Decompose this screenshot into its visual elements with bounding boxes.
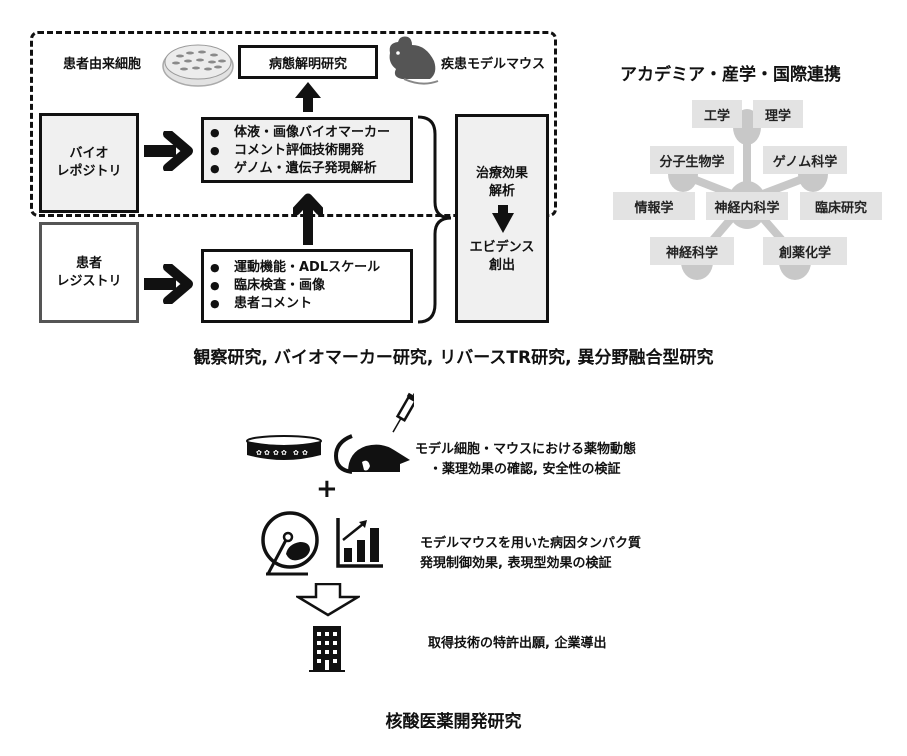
up-arrow-icon xyxy=(295,82,321,112)
patient-cells-label: 患者由来細胞 xyxy=(63,57,142,72)
model-mouse-label: 疾患モデルマウス xyxy=(441,57,546,72)
field-tag-informatics: 情報学 xyxy=(613,192,695,220)
step1-line2: ・薬理効果の確認, 安全性の検証 xyxy=(429,462,621,477)
clinical-data-list: 運動機能・ADLスケール 臨床検査・画像 患者コメント xyxy=(204,259,410,313)
building-icon xyxy=(309,626,345,672)
curly-brace xyxy=(417,115,452,324)
nucleic-acid-caption: 核酸医薬開発研究 xyxy=(385,712,522,732)
step1-description: モデル細胞・マウスにおける薬物動態 ・薬理効果の確認, 安全性の検証 xyxy=(415,440,636,480)
petri-dish-icon: ✿✿✿ ✿✿✿ xyxy=(246,435,322,460)
biomarker-item: 体液・画像バイオマーカー xyxy=(204,124,410,142)
field-tag-genome-science: ゲノム科学 xyxy=(763,146,847,174)
mouse-icon xyxy=(389,36,439,85)
field-tag-neuroscience: 神経科学 xyxy=(650,237,734,265)
outcome-line3: エビデンス xyxy=(469,240,535,255)
svg-text:✿: ✿ xyxy=(302,449,308,457)
patient-registry-box: 患者 レジストリ xyxy=(39,222,139,323)
pathology-research-box: 病態解明研究 xyxy=(238,45,378,79)
step1-line1: モデル細胞・マウスにおける薬物動態 xyxy=(415,442,637,457)
treatment-outcome-box: 治療効果 解析 エビデンス 創出 xyxy=(455,114,549,323)
svg-text:✿: ✿ xyxy=(273,449,279,457)
step3-description: 取得技術の特許出願, 企業導出 xyxy=(428,636,607,651)
field-tag-engineering: 工学 xyxy=(692,100,742,128)
hamster-wheel-icon xyxy=(261,511,319,576)
svg-text:✿: ✿ xyxy=(264,449,270,457)
clinical-item: 臨床検査・画像 xyxy=(204,277,410,295)
biomarker-box: 体液・画像バイオマーカー コメント評価技術開発 ゲノム・遺伝子発現解析 xyxy=(201,117,413,183)
outcome-line1: 治療効果 xyxy=(475,166,528,181)
field-tag-science: 理学 xyxy=(753,100,803,128)
biomarker-item: ゲノム・遺伝子発現解析 xyxy=(204,160,410,178)
plus-sign: + xyxy=(316,474,338,504)
field-tag-clinical-research: 臨床研究 xyxy=(800,192,882,220)
biomarker-list: 体液・画像バイオマーカー コメント評価技術開発 ゲノム・遺伝子発現解析 xyxy=(204,124,410,178)
clinical-data-box: 運動機能・ADLスケール 臨床検査・画像 患者コメント xyxy=(201,249,413,323)
dashed-enclosure xyxy=(30,31,557,217)
field-tag-center-neurology: 神経内科学 xyxy=(706,192,788,220)
svg-text:✿: ✿ xyxy=(256,449,262,457)
svg-text:✿: ✿ xyxy=(281,449,287,457)
down-arrow-icon xyxy=(296,583,360,617)
mouse-injection-icon xyxy=(333,390,414,474)
biorepository-line1: バイオ xyxy=(69,146,109,161)
clinical-item: 患者コメント xyxy=(204,295,410,313)
right-arrow-icon xyxy=(144,131,193,171)
collaboration-title: アカデミア・産学・国際連携 xyxy=(620,65,841,85)
biorepository-box: バイオ レポジトリ xyxy=(39,113,139,213)
field-tag-molecular-biology: 分子生物学 xyxy=(650,146,734,174)
svg-text:✿: ✿ xyxy=(293,449,299,457)
observational-research-caption: 観察研究, バイオマーカー研究, リバースTR研究, 異分野融合型研究 xyxy=(193,348,714,368)
right-arrow-icon xyxy=(144,264,193,304)
clinical-item: 運動機能・ADLスケール xyxy=(204,259,410,277)
down-arrow-icon xyxy=(492,205,514,233)
bar-chart-growth-icon xyxy=(336,518,383,568)
step2-line2: 発現制御効果, 表現型効果の検証 xyxy=(420,556,612,571)
outcome-line4: 創出 xyxy=(488,258,515,273)
biorepository-line2: レポジトリ xyxy=(56,164,122,179)
outcome-line2: 解析 xyxy=(488,184,515,199)
patient-registry-line1: 患者 xyxy=(75,255,102,271)
step2-line1: モデルマウスを用いた病因タンパク質 xyxy=(420,536,642,551)
pathology-research-label: 病態解明研究 xyxy=(268,56,347,72)
field-tag-medicinal-chemistry: 創薬化学 xyxy=(763,237,847,265)
up-arrow-icon xyxy=(293,193,323,245)
patient-registry-line2: レジストリ xyxy=(56,273,122,289)
petri-dish-icon xyxy=(162,44,234,87)
step2-description: モデルマウスを用いた病因タンパク質 発現制御効果, 表現型効果の検証 xyxy=(420,534,641,574)
biomarker-item: コメント評価技術開発 xyxy=(204,142,410,160)
